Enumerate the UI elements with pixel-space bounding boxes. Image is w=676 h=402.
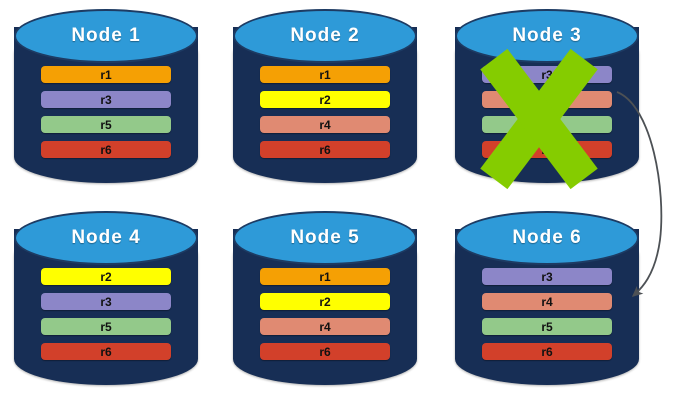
record-bar[interactable]: r4 (482, 293, 612, 310)
node-2-title: Node 2 (290, 25, 360, 46)
node-5[interactable]: Node 5 r1 r2 r4 r6 (233, 211, 417, 385)
node-1[interactable]: Node 1 r1 r3 r5 r6 (14, 9, 198, 183)
node-4-cap (14, 211, 198, 265)
record-bar[interactable]: r3 (482, 66, 612, 83)
node-6[interactable]: Node 6 r3 r4 r5 r6 (455, 211, 639, 385)
record-bar[interactable]: r2 (41, 268, 171, 285)
record-bar[interactable]: r4 (482, 91, 612, 108)
node-6-title: Node 6 (512, 227, 582, 248)
node-3-title: Node 3 (512, 25, 582, 46)
record-bar[interactable]: r2 (260, 91, 390, 108)
node-1-records: r1 r3 r5 r6 (41, 66, 171, 158)
node-4[interactable]: Node 4 r2 r3 r5 r6 (14, 211, 198, 385)
node-2-records: r1 r2 r4 r6 (260, 66, 390, 158)
record-bar[interactable]: r6 (260, 343, 390, 360)
record-bar[interactable]: r1 (260, 66, 390, 83)
node-3[interactable]: Node 3 r3 r4 r5 r6 (455, 9, 639, 189)
record-bar[interactable]: r5 (482, 116, 612, 133)
node-5-records: r1 r2 r4 r6 (260, 268, 390, 360)
record-bar[interactable]: r6 (41, 343, 171, 360)
node-1-cap (14, 9, 198, 63)
node-5-cap (233, 211, 417, 265)
record-bar[interactable]: r4 (260, 116, 390, 133)
record-bar[interactable]: r1 (260, 268, 390, 285)
node-2-cap (233, 9, 417, 63)
record-bar[interactable]: r5 (482, 318, 612, 335)
node-5-title: Node 5 (290, 227, 360, 248)
record-bar[interactable]: r6 (482, 343, 612, 360)
node-3-records: r3 r4 r5 r6 (482, 66, 612, 158)
record-bar[interactable]: r5 (41, 116, 171, 133)
record-bar[interactable]: r5 (41, 318, 171, 335)
node-4-title: Node 4 (71, 227, 141, 248)
record-bar[interactable]: r6 (41, 141, 171, 158)
record-bar[interactable]: r3 (41, 91, 171, 108)
record-bar[interactable]: r6 (482, 141, 612, 158)
node-6-cap (455, 211, 639, 265)
node-4-records: r2 r3 r5 r6 (41, 268, 171, 360)
record-bar[interactable]: r3 (41, 293, 171, 310)
record-bar[interactable]: r2 (260, 293, 390, 310)
record-bar[interactable]: r4 (260, 318, 390, 335)
node-6-records: r3 r4 r5 r6 (482, 268, 612, 360)
record-bar[interactable]: r3 (482, 268, 612, 285)
node-1-title: Node 1 (71, 25, 141, 46)
record-bar[interactable]: r6 (260, 141, 390, 158)
node-2[interactable]: Node 2 r1 r2 r4 r6 (233, 9, 417, 183)
record-bar[interactable]: r1 (41, 66, 171, 83)
